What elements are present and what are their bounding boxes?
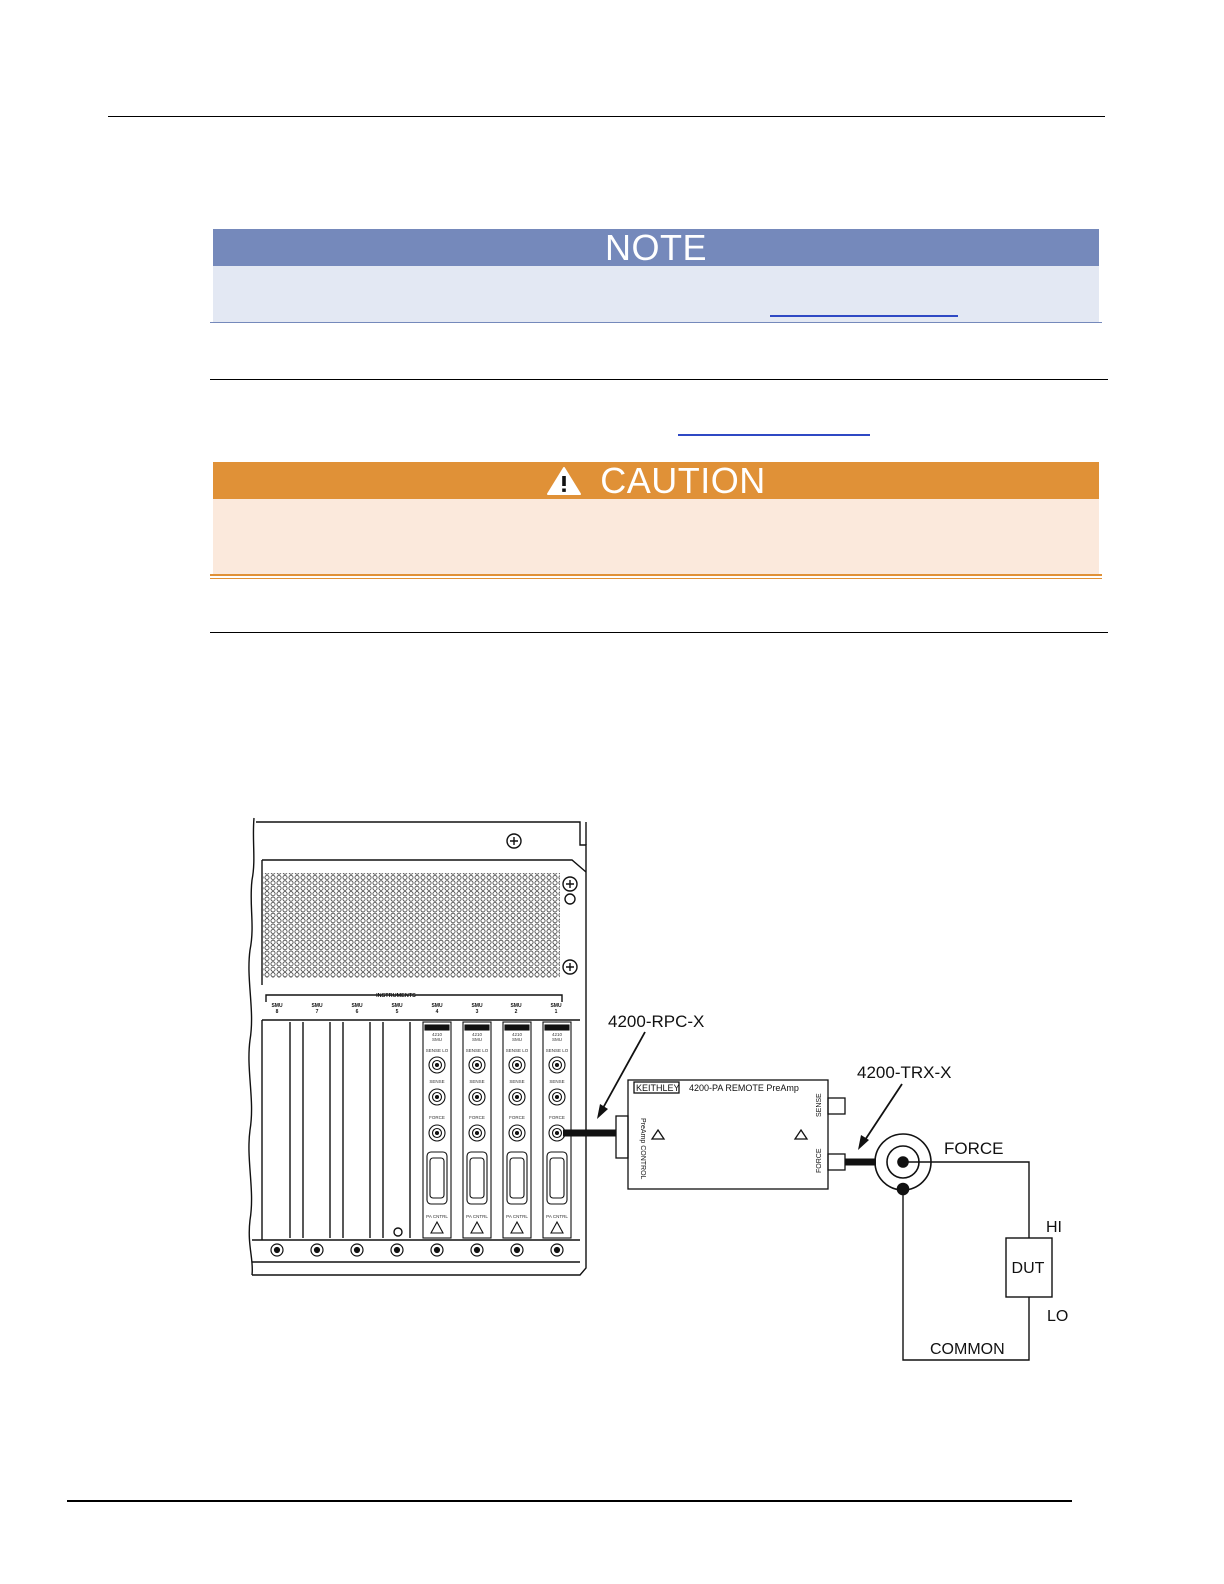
note-bottom-border bbox=[210, 322, 1102, 323]
slot-num: 6 bbox=[356, 1009, 359, 1015]
caution-bottom-border bbox=[210, 574, 1102, 576]
sense-label: SENSE bbox=[549, 1079, 564, 1084]
vent-grille bbox=[263, 873, 560, 978]
sense-lo-label: SENSE LO bbox=[506, 1048, 529, 1053]
card-model: 4210 bbox=[552, 1032, 563, 1037]
caution-title: CAUTION bbox=[600, 459, 766, 501]
body-link-underline[interactable] bbox=[678, 434, 870, 436]
force-label: FORCE bbox=[429, 1115, 445, 1120]
circuit-wiring bbox=[902, 1161, 1053, 1361]
slot-num: 2 bbox=[515, 1009, 518, 1015]
force-label: FORCE bbox=[469, 1115, 485, 1120]
slot-num: 4 bbox=[436, 1009, 439, 1015]
triax-connector bbox=[874, 1133, 932, 1196]
preamp-force-label: FORCE bbox=[816, 1148, 823, 1173]
preamp-title: 4200-PA REMOTE PreAmp bbox=[689, 1083, 799, 1093]
card-type: SMU bbox=[472, 1037, 482, 1042]
common-label: COMMON bbox=[930, 1341, 1005, 1358]
slot-label: SMU bbox=[471, 1003, 483, 1009]
note-header: NOTE bbox=[213, 226, 1099, 268]
force-wire-label: FORCE bbox=[944, 1139, 1004, 1158]
pa-cntrl-label: PA CNTRL bbox=[506, 1214, 528, 1219]
slot-num: 5 bbox=[396, 1009, 399, 1015]
note-box: NOTE bbox=[210, 226, 1102, 324]
pa-cntrl-label: PA CNTRL bbox=[546, 1214, 568, 1219]
slot-label: SMU bbox=[510, 1003, 522, 1009]
section-rule-2 bbox=[210, 632, 1108, 633]
slot-num: 7 bbox=[316, 1009, 319, 1015]
section-rule-1 bbox=[210, 379, 1108, 380]
top-rule bbox=[108, 116, 1105, 117]
smu-card-2: 4210 SMU SENSE LO SENSE FORCE PA CNTRL bbox=[502, 1021, 532, 1239]
pa-cntrl-label: PA CNTRL bbox=[466, 1214, 488, 1219]
card-model: 4210 bbox=[512, 1032, 523, 1037]
smu-card-3: 4210 SMU SENSE LO SENSE FORCE PA CNTRL bbox=[462, 1021, 492, 1239]
blank-slots bbox=[289, 1022, 411, 1238]
rpc-pointer bbox=[597, 1031, 646, 1119]
card-type: SMU bbox=[552, 1037, 562, 1042]
pa-cntrl-label: PA CNTRL bbox=[426, 1214, 448, 1219]
slot-label: SMU bbox=[431, 1003, 443, 1009]
preamp-brand: KEITHLEY bbox=[636, 1083, 680, 1093]
slot-labels: INSTRUMENTS SMU 8 SMU 7 SMU 6 SMU 5 SMU … bbox=[271, 993, 562, 1015]
slot-num: 8 bbox=[276, 1009, 279, 1015]
dut-box bbox=[1005, 1237, 1053, 1298]
caution-body bbox=[213, 499, 1099, 574]
preamp-control-label: PreAmp CONTROL bbox=[639, 1118, 646, 1180]
rpc-label: 4200-RPC-X bbox=[608, 1012, 704, 1031]
slot-num: 1 bbox=[555, 1009, 558, 1015]
caution-bottom-border-2 bbox=[210, 578, 1102, 579]
sense-label: SENSE bbox=[429, 1079, 444, 1084]
slot-label: SMU bbox=[271, 1003, 283, 1009]
chassis bbox=[248, 817, 587, 1276]
force-label: FORCE bbox=[509, 1115, 525, 1120]
sense-label: SENSE bbox=[469, 1079, 484, 1084]
sense-label: SENSE bbox=[509, 1079, 524, 1084]
lo-label: LO bbox=[1047, 1308, 1068, 1325]
bottom-rule bbox=[67, 1500, 1072, 1502]
sense-lo-label: SENSE LO bbox=[426, 1048, 449, 1053]
note-title: NOTE bbox=[604, 226, 707, 268]
sense-lo-label: SENSE LO bbox=[466, 1048, 489, 1053]
trx-label: 4200-TRX-X bbox=[857, 1063, 951, 1082]
instruments-label: INSTRUMENTS bbox=[376, 993, 416, 999]
note-link-underline[interactable] bbox=[770, 315, 958, 317]
dut-label: DUT bbox=[1012, 1260, 1045, 1277]
card-type: SMU bbox=[512, 1037, 522, 1042]
slot-label: SMU bbox=[391, 1003, 403, 1009]
slot-label: SMU bbox=[311, 1003, 323, 1009]
panel-screws bbox=[506, 833, 578, 975]
slot-label: SMU bbox=[550, 1003, 562, 1009]
sense-lo-label: SENSE LO bbox=[546, 1048, 569, 1053]
caution-header: CAUTION bbox=[213, 459, 1099, 501]
remote-preamp bbox=[615, 1079, 846, 1190]
bottom-screws bbox=[270, 1243, 564, 1257]
slot-num: 3 bbox=[476, 1009, 479, 1015]
warning-triangle-icon bbox=[547, 466, 582, 495]
force-label: FORCE bbox=[549, 1115, 565, 1120]
card-model: 4210 bbox=[472, 1032, 483, 1037]
smu-card-4: 4210 SMU SENSE LO SENSE FORCE PA CNTRL bbox=[422, 1021, 452, 1239]
trx-pointer bbox=[858, 1083, 903, 1150]
card-type: SMU bbox=[432, 1037, 442, 1042]
note-body bbox=[213, 266, 1099, 322]
slot-label: SMU bbox=[351, 1003, 363, 1009]
card-model: 4210 bbox=[432, 1032, 443, 1037]
hi-label: HI bbox=[1046, 1219, 1062, 1236]
preamp-sense-label: SENSE bbox=[816, 1093, 823, 1117]
caution-box: CAUTION bbox=[210, 459, 1102, 580]
